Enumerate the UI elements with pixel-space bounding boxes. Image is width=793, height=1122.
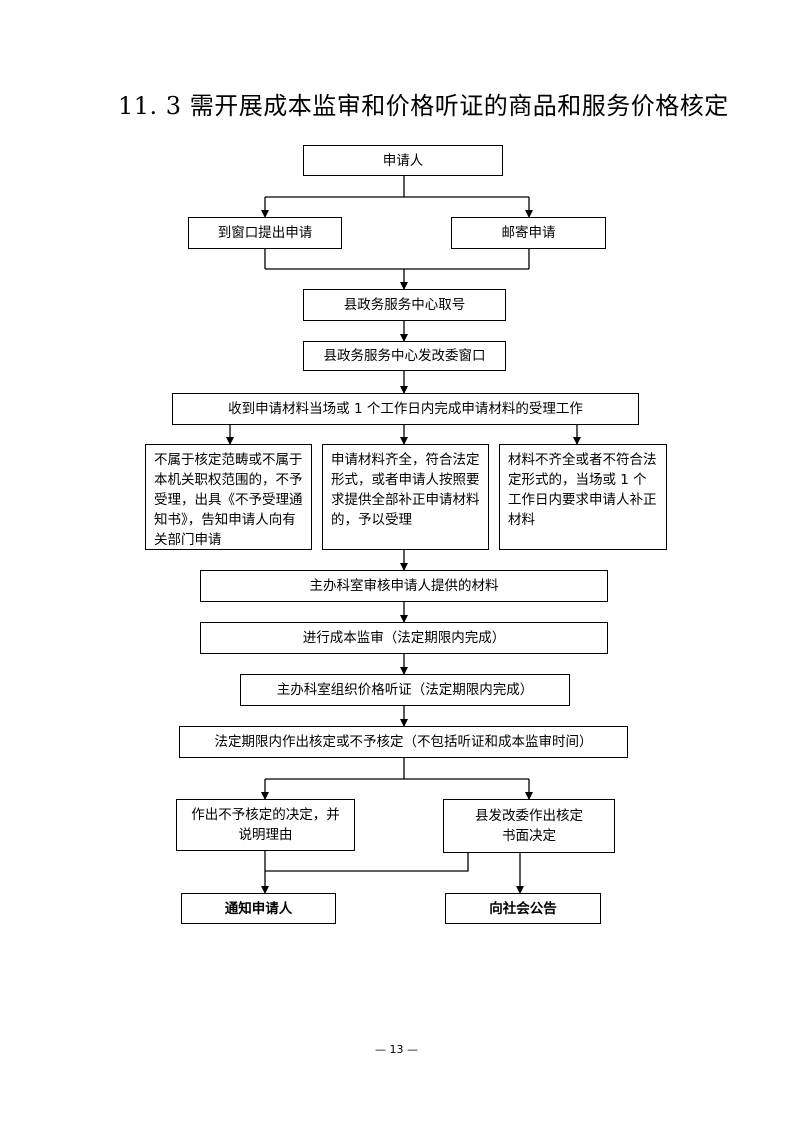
mail-apply-label: 邮寄申请 [501,225,556,241]
approve-label-line1: 县发改委作出核定 [475,808,583,824]
ndrc-window-label: 县政务服务中心发改委窗口 [323,348,486,364]
window-apply-label: 到窗口提出申请 [217,225,313,241]
reject-box: 作出不予核定的决定，并 说明理由 [176,799,355,851]
mail-apply-box: 邮寄申请 [451,217,606,249]
decision-box: 法定期限内作出核定或不予核定（不包括听证和成本监审时间） [179,726,628,758]
connector-merge [264,249,530,270]
page-title: 11. 3 需开展成本监审和价格听证的商品和服务价格核定 [118,92,729,120]
cost-audit-box: 进行成本监审（法定期限内完成） [200,622,608,654]
hearing-label: 主办科室组织价格听证（法定期限内完成） [276,682,534,698]
notify-label: 通知申请人 [224,900,293,917]
connector-decision-split [265,758,529,780]
applicant-box: 申请人 [303,145,503,176]
accepted-label: 申请材料齐全，符合法定形式，或者申请人按照要求提供全部补正申请材料的，予以受理 [331,452,480,528]
reject-label-line2: 说明理由 [238,827,293,843]
reject-label-line1: 作出不予核定的决定，并 [191,807,340,823]
announce-box: 向社会公告 [445,893,601,924]
connector-approve-to-notify [265,853,469,872]
not-accepted-box: 不属于核定范畴或不属于本机关职权范围的，不予受理，出具《不予受理通知书》，告知申… [145,444,312,550]
acceptance-box: 收到申请材料当场或 1 个工作日内完成申请材料的受理工作 [172,393,639,425]
notify-box: 通知申请人 [181,893,336,924]
supplement-box: 材料不齐全或者不符合法定形式的，当场或 1 个工作日内要求申请人补正材料 [499,444,667,550]
take-number-box: 县政务服务中心取号 [303,289,506,321]
accepted-box: 申请材料齐全，符合法定形式，或者申请人按照要求提供全部补正申请材料的，予以受理 [322,444,489,550]
decision-label: 法定期限内作出核定或不予核定（不包括听证和成本监审时间） [214,734,593,750]
approve-box: 县发改委作出核定 书面决定 [443,799,615,853]
hearing-box: 主办科室组织价格听证（法定期限内完成） [240,674,570,706]
applicant-label: 申请人 [382,152,424,169]
connector-applicant-split [265,176,529,198]
cost-audit-label: 进行成本监审（法定期限内完成） [302,630,506,646]
announce-label: 向社会公告 [489,900,557,917]
take-number-label: 县政务服务中心取号 [343,297,466,313]
ndrc-window-box: 县政务服务中心发改委窗口 [303,341,506,371]
not-accepted-label: 不属于核定范畴或不属于本机关职权范围的，不予受理，出具《不予受理通知书》，告知申… [154,452,303,548]
review-box: 主办科室审核申请人提供的材料 [200,570,608,602]
review-label: 主办科室审核申请人提供的材料 [309,578,499,594]
page-number: — 13 — [375,1043,418,1056]
approve-label-line2: 书面决定 [502,828,556,844]
supplement-label: 材料不齐全或者不符合法定形式的，当场或 1 个工作日内要求申请人补正材料 [508,452,657,528]
acceptance-label: 收到申请材料当场或 1 个工作日内完成申请材料的受理工作 [228,401,583,417]
window-apply-box: 到窗口提出申请 [188,217,342,249]
